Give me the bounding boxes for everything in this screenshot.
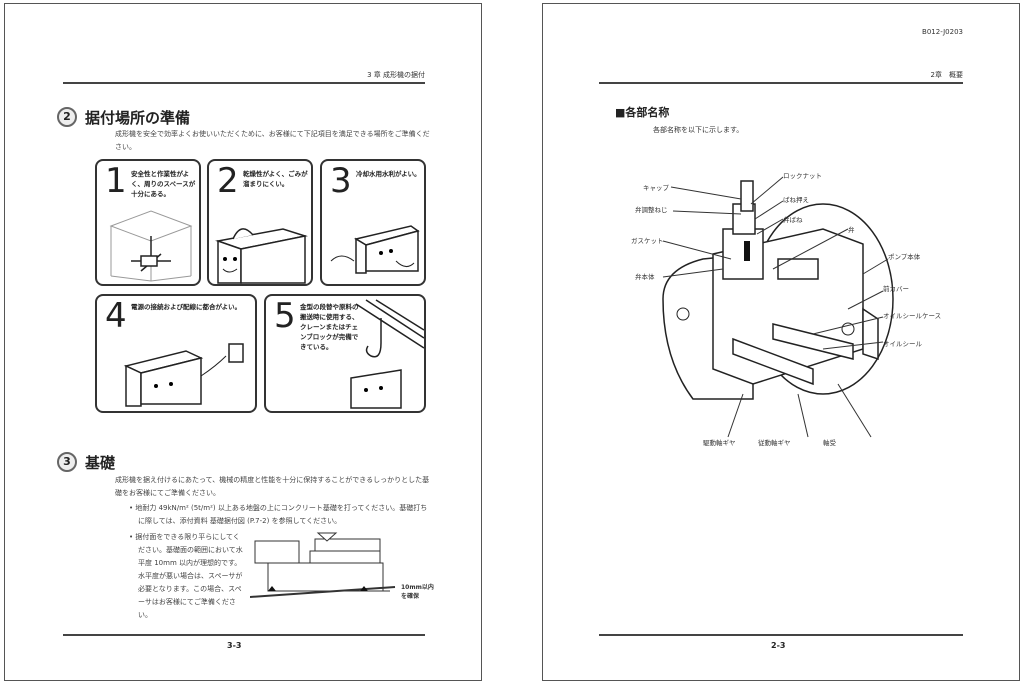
bullet-item: • 地耐力 49kN/m² (5t/m²) 以上ある地盤の上にコンクリート基礎を…: [129, 504, 428, 525]
part-label-gasket: ガスケット: [631, 237, 664, 245]
section-title: 基礎: [85, 454, 116, 472]
header-rule: [63, 82, 425, 84]
part-label-drive-gear: 駆動軸ギヤ: [703, 439, 736, 447]
header-rule: [599, 82, 963, 84]
page-number: 2-3: [771, 641, 786, 650]
requirement-panel-4: 4 電源の接続および配線に都合がよい。: [95, 294, 257, 413]
chapter-header: 3 章 成形機の据付: [367, 71, 425, 79]
panel-text: 電源の接続および配線に都合がよい。: [131, 303, 242, 311]
page-right: B012-J0203 2章 概要 ■各部名称 各部名称を以下に示します。 キャッ…: [542, 3, 1020, 681]
part-label-cap: キャップ: [643, 184, 669, 192]
page-number: 3-3: [227, 641, 242, 650]
water-supply-illustration: [330, 225, 420, 274]
section-title: ■各部名称: [615, 106, 670, 119]
part-label-pump-body: ポンプ本体: [888, 253, 921, 261]
bullet-item: • 据付面をできる限り平らにしてください。基礎面の範囲において水平度 10mm …: [129, 533, 243, 619]
part-label-oil-seal: オイルシール: [883, 340, 922, 348]
page-left: 3 章 成形機の据付 2 据付場所の準備 成形機を安全で効率よくお使いいただくた…: [4, 3, 482, 681]
panel-number: 2: [217, 161, 239, 201]
crane-hook-illustration: [350, 299, 424, 409]
requirement-panel-3: 3 冷却水用水利がよい。: [320, 159, 426, 286]
footer-rule: [63, 634, 425, 636]
part-label-valve-adjust-screw: 弁調整ねじ: [635, 206, 668, 214]
part-label-valve: 弁: [848, 226, 855, 234]
section-number-badge: 3: [57, 452, 77, 472]
document-code: B012-J0203: [922, 28, 963, 36]
panel-text: 冷却水用水利がよい。: [356, 170, 421, 178]
power-outlet-illustration: [123, 343, 244, 407]
footer-rule: [599, 634, 963, 636]
part-label-front-cover: 前カバー: [883, 285, 909, 293]
part-label-valve-spring: 弁ばね: [783, 216, 803, 224]
requirement-panel-2: 2 乾燥性がよく、ごみが溜まりにくい。: [207, 159, 313, 286]
panel-text: 金型の段替や原料の搬送時に使用する、クレーンまたはチェンブロックが完備できている…: [300, 303, 359, 351]
part-label-oil-seal-case: オイルシールケース: [883, 312, 942, 320]
panel-text: 安全性と作業性がよく、周りのスペースが十分にある。: [131, 170, 196, 198]
figure-note: 10mm以内を確保: [401, 584, 434, 600]
machine-character-illustration: [215, 228, 308, 284]
part-label-spring-retainer: ばね押え: [783, 196, 809, 204]
panel-number: 1: [105, 161, 127, 201]
panel-number: 3: [330, 161, 352, 201]
bullet-text: 据付面をできる限り平らにしてください。基礎面の範囲において水平度 10mm 以内…: [135, 533, 243, 619]
panel-text: 乾燥性がよく、ごみが溜まりにくい。: [243, 170, 308, 188]
space-cube-illustration: [109, 210, 193, 282]
panel-number: 4: [105, 296, 127, 336]
section-title: 据付場所の準備: [85, 109, 191, 127]
bullet-text: 地耐力 49kN/m² (5t/m²) 以上ある地盤の上にコンクリート基礎を打っ…: [135, 504, 428, 525]
panel-number: 5: [274, 296, 296, 336]
pump-cutaway-diagram: [662, 176, 894, 438]
section-intro: 各部名称を以下に示します。: [653, 126, 744, 134]
part-label-driven-gear: 従動軸ギヤ: [758, 439, 791, 447]
section-intro: 成形機を据え付けるにあたって、機械の精度と性能を十分に保持することができるしっか…: [115, 476, 430, 497]
foundation-level-figure: [250, 532, 396, 598]
part-label-valve-body: 弁本体: [635, 273, 655, 281]
section-intro: 成形機を安全で効率よくお使いいただくために、お客様にて下記項目を満足できる場所を…: [115, 130, 430, 151]
part-label-lock-nut: ロックナット: [783, 172, 822, 180]
part-label-bearing: 軸受: [823, 439, 836, 447]
section-number-badge: 2: [57, 107, 77, 127]
requirement-panel-5: 5 金型の段替や原料の搬送時に使用する、クレーンまたはチェンブロックが完備できて…: [264, 294, 426, 413]
requirement-panel-1: 1 安全性と作業性がよく、周りのスペースが十分にある。: [95, 159, 201, 286]
chapter-header: 2章 概要: [930, 71, 963, 79]
